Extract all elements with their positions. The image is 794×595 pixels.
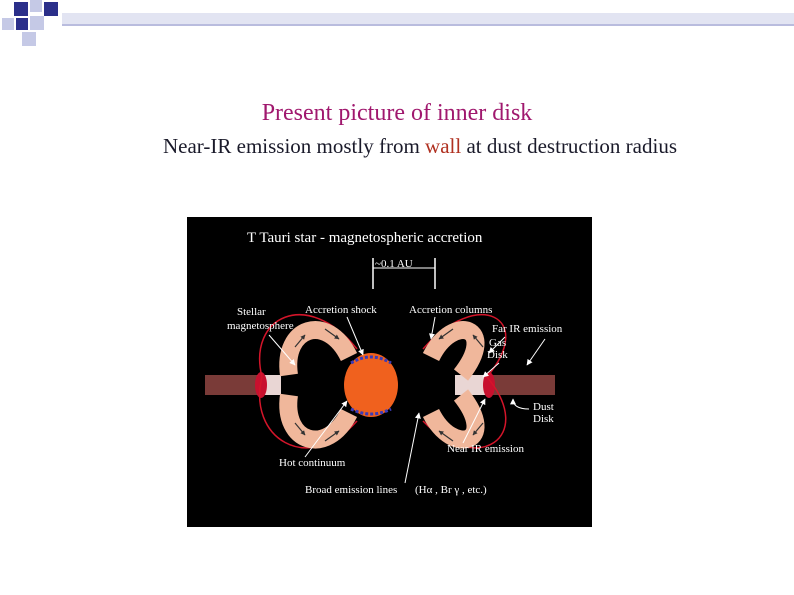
accretion-column-upper-right [431,330,476,375]
slide-subtitle: Near-IR emission mostly from wall at dus… [150,132,690,161]
label-broad-lines-paren: (Hα , Br γ , etc.) [415,484,487,496]
right-dust-disk [489,375,555,395]
deco-square [22,32,36,46]
pointer-arrow [405,413,419,483]
label-stellar-magnetosphere: Stellar [237,306,266,318]
label-far-ir: Far IR emission [492,323,563,335]
label-hot-continuum: Hot continuum [279,457,346,469]
label-accretion-columns: Accretion columns [409,304,492,316]
deco-square [30,0,42,12]
label-accretion-shock: Accretion shock [305,304,377,316]
deco-square [44,2,58,16]
slide-title: Present picture of inner disk [0,100,794,127]
label-gas-disk-2: Disk [487,349,508,361]
accretion-column-upper-left [288,330,349,375]
accretion-column-lower-left [288,395,349,440]
accretion-column-lower-right [431,395,476,440]
pointer-arrow [431,317,435,339]
subtitle-highlight: wall [425,134,461,158]
figure-title: T Tauri star - magnetospheric accretion [247,230,483,246]
deco-band [62,13,794,24]
deco-square [30,16,44,30]
deco-square [14,2,28,16]
diagram-svg: T Tauri star - magnetospheric accretion … [187,217,592,527]
pointer-arrow [527,339,545,365]
accretion-diagram: T Tauri star - magnetospheric accretion … [187,217,592,527]
label-near-ir: Near IR emission [447,443,524,455]
label-dust-disk-2: Disk [533,413,554,425]
deco-band-dark [62,24,794,26]
left-dust-disk [205,375,261,395]
deco-square [2,18,14,30]
subtitle-text: Near-IR emission mostly from [163,134,425,158]
deco-square [16,18,28,30]
label-broad-lines: Broad emission lines [305,484,397,496]
label-dust-disk: Dust [533,401,554,413]
header-decoration [0,0,794,50]
subtitle-text-end: at dust destruction radius [461,134,677,158]
slide-title-text: Present picture of inner disk [262,100,533,127]
label-stellar-magnetosphere-2: magnetosphere [227,320,294,332]
pointer-arrow [513,399,529,409]
scale-label: ~0.1 AU [375,258,413,270]
